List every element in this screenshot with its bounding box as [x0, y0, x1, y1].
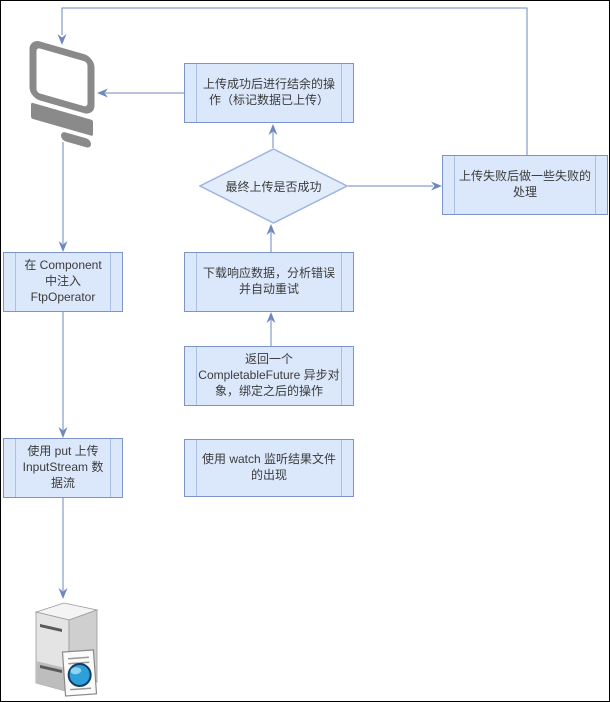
- subprocess-right-bar: [341, 253, 342, 311]
- node-label: 使用 put 上传 InputStream 数据流: [22, 444, 104, 490]
- node-watch-result-file: 使用 watch 监听结果文件的出现: [184, 439, 354, 497]
- node-label: 使用 watch 监听结果文件的出现: [201, 452, 337, 482]
- subprocess-left-bar: [196, 253, 197, 311]
- node-label: 最终上传是否成功: [225, 179, 322, 194]
- node-upload-success: 上传成功后进行结余的操作（标记数据已上传）: [184, 63, 354, 123]
- workstation-monitor-icon: [25, 39, 107, 151]
- subprocess-left-bar: [196, 347, 197, 405]
- node-label: 下载响应数据，分析错误并自动重试: [202, 266, 335, 296]
- subprocess-right-bar: [110, 253, 111, 311]
- node-upload-fail: 上传失败后做一些失败的处理: [442, 155, 608, 215]
- node-completablefuture: 返回一个 CompletableFuture 异步对象，绑定之后的操作: [184, 346, 354, 406]
- subprocess-left-bar: [454, 156, 455, 214]
- node-inject-ftpoperator: 在 Component 中注入 FtpOperator: [3, 252, 123, 312]
- subprocess-left-bar: [15, 253, 16, 311]
- web-server-icon: [31, 599, 105, 699]
- node-label: 上传成功后进行结余的操作（标记数据已上传）: [202, 77, 335, 107]
- subprocess-right-bar: [595, 156, 596, 214]
- subprocess-right-bar: [110, 439, 111, 497]
- node-put-inputstream: 使用 put 上传 InputStream 数据流: [3, 438, 123, 498]
- subprocess-left-bar: [196, 440, 197, 496]
- subprocess-left-bar: [15, 439, 16, 497]
- node-label: 返回一个 CompletableFuture 异步对象，绑定之后的操作: [198, 352, 340, 398]
- node-label: 上传失败后做一些失败的处理: [459, 169, 592, 199]
- node-download-response: 下载响应数据，分析错误并自动重试: [184, 252, 354, 312]
- subprocess-right-bar: [341, 347, 342, 405]
- subprocess-right-bar: [341, 440, 342, 496]
- diamond-shape: [199, 148, 348, 224]
- node-decision-upload-result: 最终上传是否成功: [199, 148, 348, 224]
- node-label: 在 Component 中注入 FtpOperator: [24, 258, 102, 304]
